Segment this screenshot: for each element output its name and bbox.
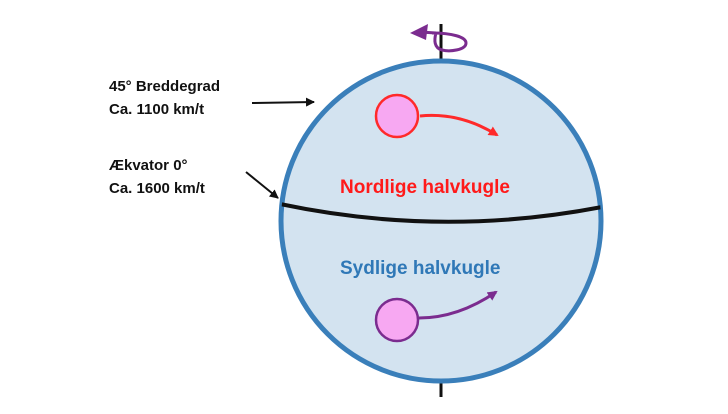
equator-speed-label: Ca. 1600 km/t (109, 180, 205, 197)
southern-hemisphere-label: Sydlige halvkugle (340, 258, 501, 279)
north-deflection-arrow (419, 113, 499, 137)
latitude-45-speed-label: Ca. 1100 km/t (109, 101, 205, 118)
counter-clockwise-rotation-arrow-icon (410, 24, 468, 53)
north-moving-ball-icon (374, 93, 420, 139)
equator-pointer-arrow (245, 171, 279, 199)
latitude-pointer-arrow (251, 97, 315, 107)
south-moving-ball-icon (374, 297, 420, 343)
equator-line (281, 202, 601, 224)
south-deflection-arrow (418, 290, 498, 320)
equator-label: Ækvator 0° (109, 157, 188, 174)
latitude-45-label: 45° Breddegrad (109, 78, 221, 95)
northern-hemisphere-label: Nordlige halvkugle (340, 177, 510, 198)
